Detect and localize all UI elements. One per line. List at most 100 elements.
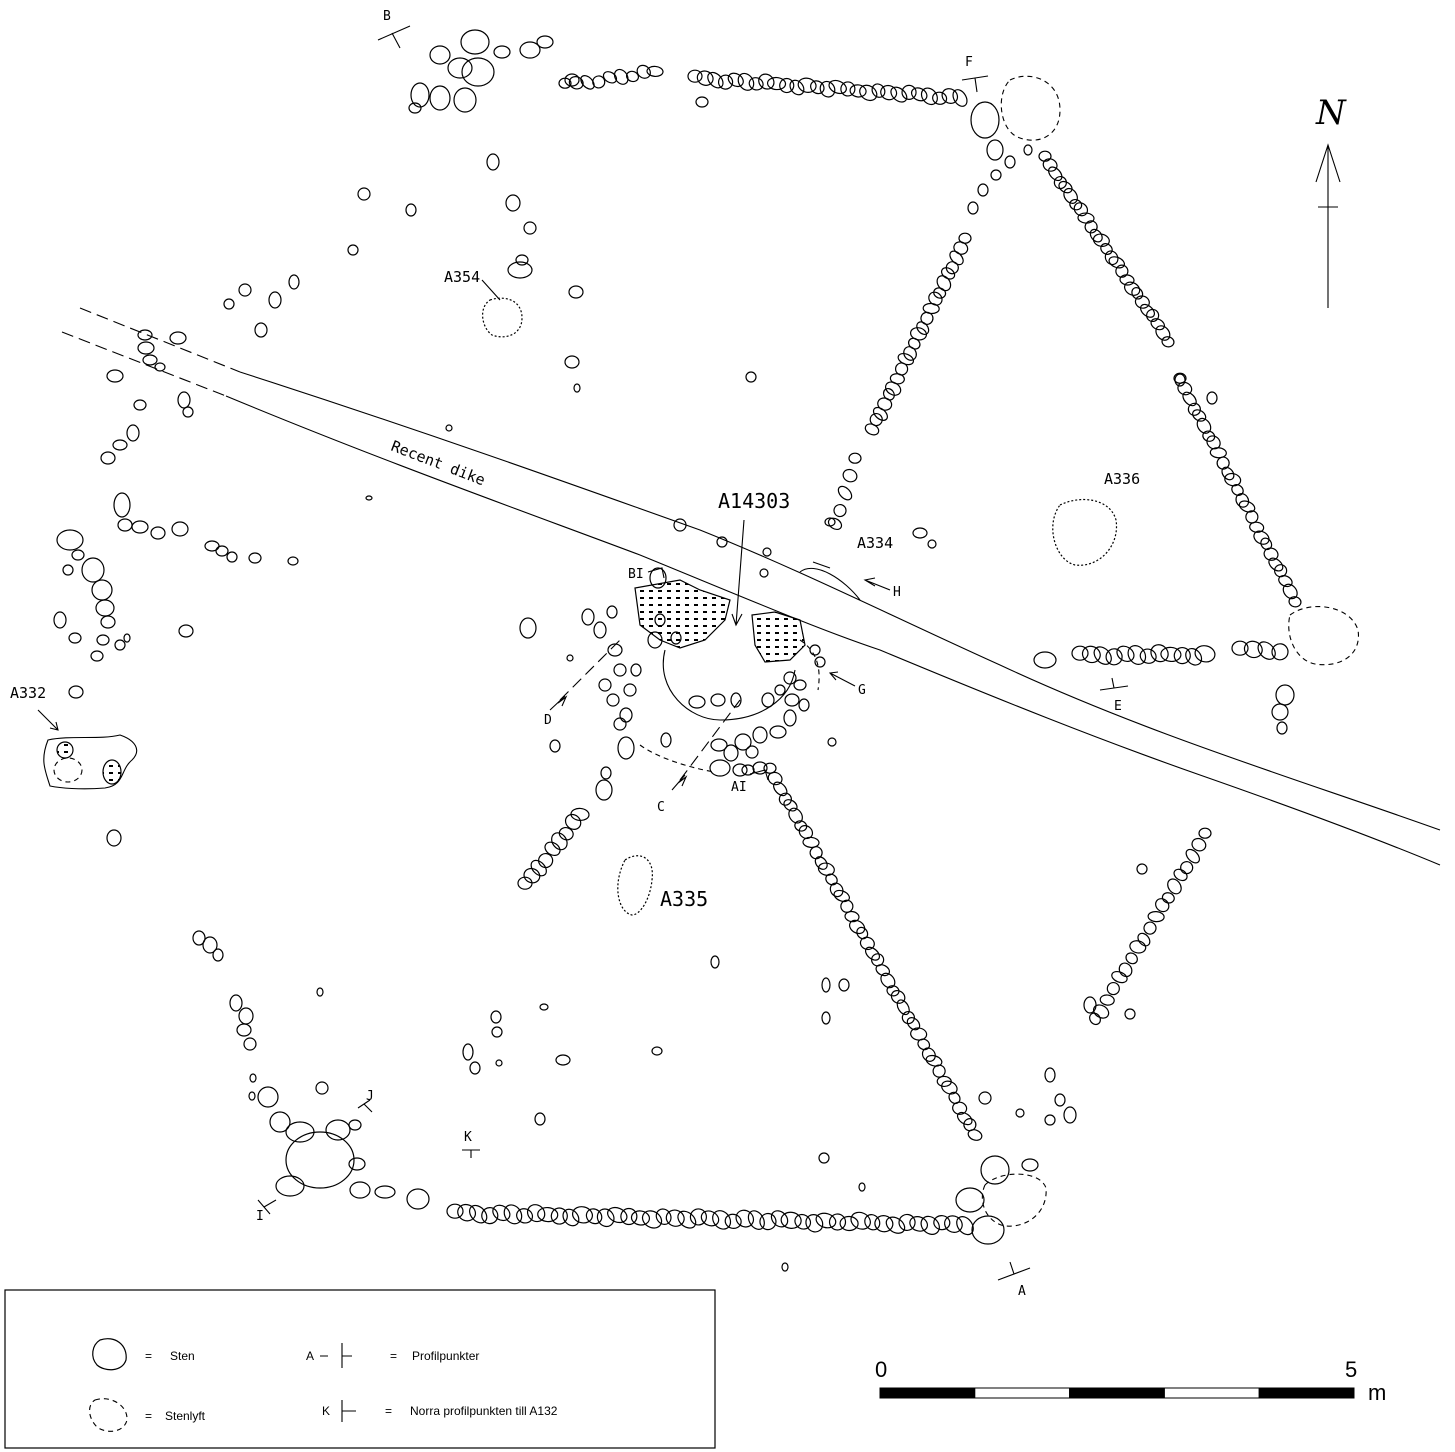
stone <box>689 1208 708 1226</box>
stone <box>890 989 906 1004</box>
stone <box>953 241 969 255</box>
stone <box>1004 155 1016 169</box>
legend-label-profilpunkter: Profilpunkter <box>412 1349 479 1363</box>
stone <box>457 1203 477 1222</box>
stone <box>1150 644 1169 663</box>
stone <box>523 221 537 235</box>
stone <box>182 406 194 418</box>
stone <box>461 57 495 87</box>
stone <box>606 693 620 707</box>
stone <box>1147 911 1165 923</box>
stone-icon <box>92 1338 127 1371</box>
stone <box>745 745 759 759</box>
stone <box>687 69 703 83</box>
stone <box>602 71 618 84</box>
labels: B F A354 A336 A334 A14303 BI H G D E AI … <box>10 9 1140 1299</box>
stone <box>592 75 606 89</box>
stone <box>941 88 959 104</box>
stone <box>1137 932 1151 947</box>
stone <box>630 1210 651 1226</box>
stone <box>1198 827 1212 839</box>
stone <box>828 1213 847 1231</box>
stone <box>1282 583 1298 600</box>
legend-sep-2: = <box>145 1409 152 1423</box>
stone <box>600 766 612 780</box>
stone <box>814 856 828 870</box>
profile-label-i: I <box>256 1209 264 1224</box>
stone <box>1063 1106 1077 1124</box>
stone <box>544 841 561 857</box>
stone <box>783 709 797 727</box>
stone <box>558 826 574 841</box>
stone <box>495 1059 503 1067</box>
stone <box>912 527 928 539</box>
stone <box>833 503 847 518</box>
stone <box>226 551 238 563</box>
legend: = Sten = Stenlyft A = Profilpunkter K = … <box>4 1289 716 1449</box>
stone <box>840 899 854 913</box>
stone <box>285 1121 315 1143</box>
stone <box>491 1026 503 1038</box>
profile-label-ai: AI <box>731 780 747 795</box>
stone <box>1042 158 1058 172</box>
stone <box>779 77 795 94</box>
dike-label: Recent dike <box>389 437 488 489</box>
stone <box>56 529 84 551</box>
stone <box>481 1207 499 1225</box>
stone <box>824 517 836 527</box>
stone <box>316 987 324 997</box>
stone <box>783 671 797 685</box>
stone <box>347 244 359 256</box>
stone <box>1185 647 1203 666</box>
stone <box>1192 409 1207 422</box>
stone <box>712 1210 732 1230</box>
stone <box>837 485 853 501</box>
stone <box>581 608 595 626</box>
stone <box>613 663 627 677</box>
stone <box>848 452 862 464</box>
stone <box>568 285 584 299</box>
stone <box>90 650 104 662</box>
stone <box>606 605 618 619</box>
scale-segment <box>879 1387 976 1399</box>
stone <box>933 287 947 299</box>
stone <box>1160 646 1182 663</box>
legend-symbol-k: K <box>322 1404 330 1418</box>
recent-dike: Recent dike <box>61 307 1441 866</box>
stone <box>453 87 477 113</box>
stone <box>131 520 149 534</box>
stone <box>1180 861 1194 875</box>
stone <box>248 552 262 564</box>
stone <box>570 807 590 822</box>
stone <box>137 341 155 355</box>
stone <box>1173 646 1191 665</box>
stone <box>530 859 547 877</box>
stone <box>1048 166 1063 182</box>
stone <box>137 329 153 341</box>
stone <box>1099 994 1115 1006</box>
stone <box>486 153 500 171</box>
stone <box>68 685 84 699</box>
stone <box>564 73 580 87</box>
stone <box>840 81 856 97</box>
stone <box>243 1037 257 1051</box>
stone <box>936 275 952 292</box>
stone <box>1033 651 1057 669</box>
stone <box>1216 456 1230 470</box>
profile-label-h: H <box>893 585 901 600</box>
stone <box>492 1204 511 1222</box>
stone <box>1174 373 1186 387</box>
stone <box>986 139 1004 161</box>
stone <box>1206 435 1221 450</box>
stone <box>617 736 635 760</box>
stone <box>549 739 561 753</box>
stone-lifts <box>639 75 1359 1227</box>
stone <box>1092 233 1110 247</box>
scale-end: 5 <box>1345 1357 1357 1382</box>
stone <box>783 799 798 812</box>
stone <box>798 825 814 840</box>
stone <box>106 829 122 847</box>
stone <box>814 656 826 668</box>
stone <box>607 643 623 657</box>
stone <box>784 693 800 707</box>
